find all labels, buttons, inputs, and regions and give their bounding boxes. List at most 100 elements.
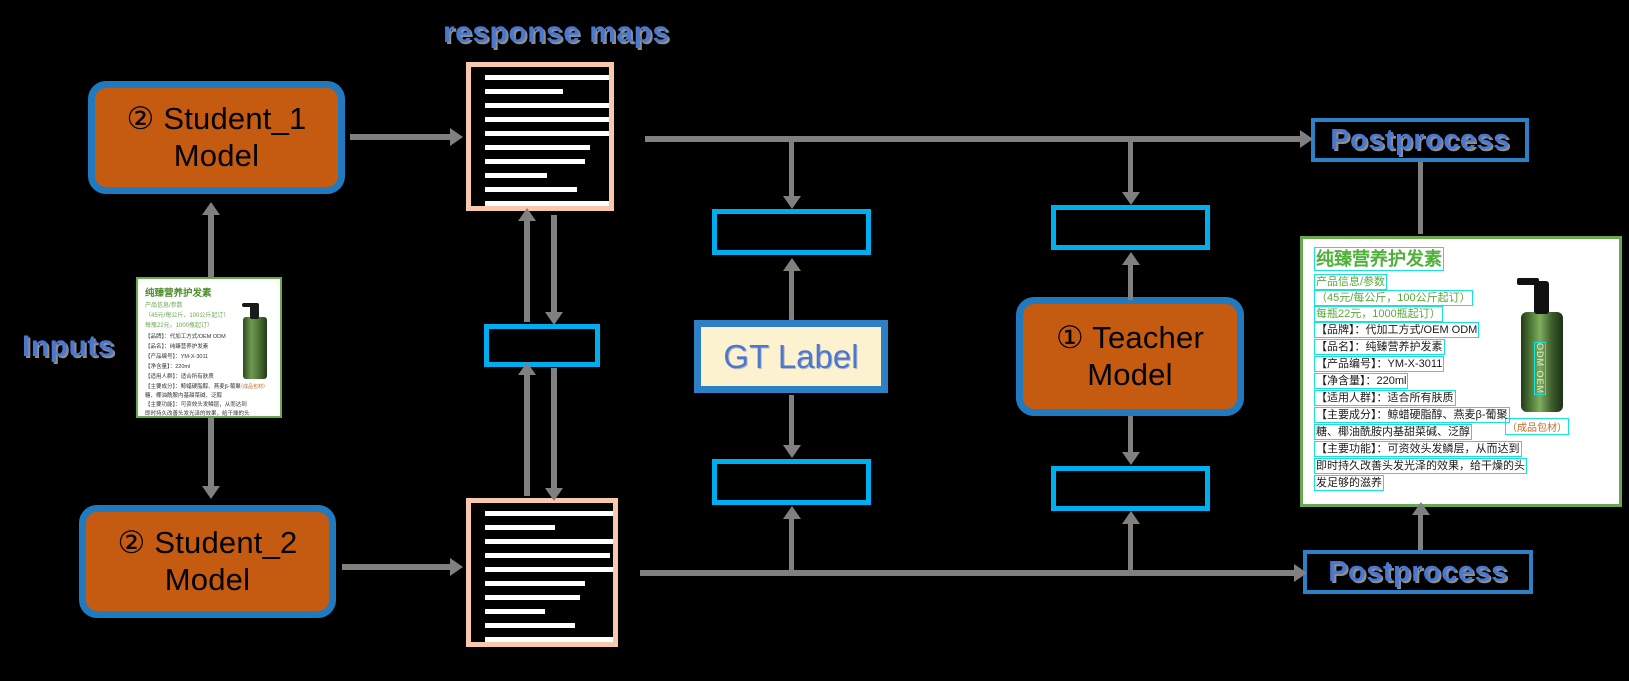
ocr-detected-line: 产品信息/参数 [1313, 274, 1388, 290]
arrow-head-up [783, 258, 801, 271]
arrow-head-down [783, 445, 801, 458]
thumb-title: 纯臻营养护发素 [145, 288, 212, 299]
response-map-text-line [485, 637, 613, 642]
gt-label-box: GT Label [694, 320, 888, 393]
ocr-result-panel: 纯臻营养护发素 ODM OEM （成品包材） 产品信息/参数（45元/每公斤，1… [1300, 236, 1622, 507]
thumb-row: 【主要功能】：可资效头发鳞层，从而达到 [145, 402, 247, 408]
student-2-model-label-line2: Model [164, 561, 251, 597]
loss-box-teacher-bottom [1051, 466, 1210, 511]
thumb-subtitle: 产品信息/参数 [145, 303, 183, 309]
arrow-postprocess-top-to-panel [1418, 162, 1423, 234]
thumb-row: 糖、椰油酰胺内基甜菜碱、泛醇 [145, 393, 223, 399]
thumb-row: 【净含量】：220ml [145, 364, 191, 370]
ocr-detected-line: 【品牌】：代加工方式/OEM ODM [1313, 322, 1480, 338]
ocr-bottle-neck-icon [1534, 281, 1549, 314]
arrow-head-up [518, 362, 536, 375]
postprocess-bottom-label: Postprocess [1328, 555, 1508, 588]
loss-box-teacher-top [1051, 205, 1210, 250]
postprocess-bottom-box[interactable]: Postprocess [1303, 550, 1533, 594]
ocr-detected-line: 【主要成分】：鲸蜡硬脂醇、燕麦β-葡聚 [1314, 407, 1510, 423]
student-2-model-label-line1: ② Student_2 [117, 524, 298, 560]
ocr-detected-line: 【主要功能】：可资效头发鳞层，从而达到 [1314, 441, 1522, 457]
thumb-row: 【品名】：纯臻营养护发素 [145, 344, 209, 350]
response-map-text-line [485, 131, 609, 136]
student-1-model-label-line1: ② Student_1 [126, 100, 307, 136]
response-maps-title: response maps [443, 16, 670, 49]
loss-box-mutual [484, 324, 600, 367]
arrow-maptop-to-postprocess [645, 136, 1305, 142]
thumb-bottle-nozzle-icon [242, 303, 253, 307]
response-map-text-line [485, 201, 609, 206]
response-map-text-line [485, 609, 545, 614]
arrow-head-down [202, 486, 220, 499]
student-1-model-label-line2: Model [173, 137, 260, 173]
arrow-input-to-student1 [208, 212, 214, 278]
arrow-head-up [1122, 511, 1140, 524]
response-map-text-line [485, 525, 555, 530]
response-map-text-line [485, 145, 590, 150]
student-2-model-box[interactable]: ② Student_2 Model [79, 505, 336, 618]
ocr-bottle-text: ODM OEM [1534, 342, 1546, 395]
response-map-text-line [485, 623, 575, 628]
response-map-text-line [485, 187, 577, 192]
arrow-mapbottom-to-mutual [524, 372, 530, 496]
ocr-detected-line: 【产品编号】：YM-X-3011 [1313, 356, 1445, 372]
response-map-text-line [485, 581, 585, 586]
arrow-bus-to-teacherbox-bottom [1128, 521, 1133, 571]
teacher-model-label-line2: Model [1087, 356, 1173, 392]
postprocess-top-label: Postprocess [1330, 123, 1510, 156]
response-map-text-line [485, 159, 585, 164]
arrow-head-down [1122, 192, 1140, 205]
inputs-label: Inputs [22, 330, 115, 363]
ocr-detected-line: 【适用人群】：适合所有肤质 [1314, 390, 1456, 406]
arrow-head-right [450, 128, 463, 146]
response-map-text-line [485, 75, 609, 80]
arrow-bus-to-teacherbox-top [1128, 139, 1133, 196]
ocr-detected-line: 发足够的滋养 [1314, 475, 1384, 491]
arrow-gt-to-box-top [789, 268, 794, 320]
arrow-head-up [202, 202, 220, 215]
ocr-detected-line: （45元/每公斤，100公斤起订） [1314, 290, 1473, 306]
thumb-bottle-icon [243, 317, 267, 379]
loss-box-gt-bottom [712, 459, 871, 505]
arrow-head-right [1294, 564, 1307, 582]
thumb-row: 【适用人群】：适合所有肤质 [145, 374, 214, 380]
ocr-bottle-nozzle-icon [1517, 278, 1539, 285]
arrow-head-up [1412, 502, 1430, 515]
postprocess-top-box[interactable]: Postprocess [1311, 118, 1529, 162]
response-map-text-line [485, 173, 547, 178]
student-1-model-box[interactable]: ② Student_1 Model [88, 81, 345, 194]
response-map-bottom [466, 498, 618, 647]
thumb-row: 【品牌】：代加工方式/OEM ODM [145, 334, 226, 340]
arrow-head-right [1300, 130, 1313, 148]
arrow-head-right [450, 558, 463, 576]
response-map-text-line [485, 89, 563, 94]
thumb-bottle-cap-icon [250, 303, 259, 319]
arrow-mapbottom-to-postprocess [640, 570, 1300, 576]
ocr-detected-line: 糖、椰油酰胺内基甜菜碱、泛醇 [1314, 424, 1472, 440]
thumb-row: 【产品编号】：YM-X-3011 [145, 354, 209, 360]
arrow-teacher-to-box-bottom [1128, 416, 1133, 454]
response-map-text-line [485, 595, 580, 600]
response-map-text-line [485, 117, 609, 122]
response-map-text-line [485, 567, 613, 572]
arrow-head-down [545, 312, 563, 325]
thumb-note: （成品包材） [238, 384, 269, 390]
ocr-detected-line: 【净含量】：220ml [1313, 373, 1409, 389]
ocr-detected-line: 每瓶22元，1000瓶起订） [1314, 306, 1443, 322]
thumb-row: 【主要成分】：鲸蜡硬脂醇、燕麦β-葡聚 [145, 384, 241, 390]
ocr-detected-line: 即时持久改善头发光泽的效果，给干燥的头 [1314, 458, 1527, 474]
input-product-thumbnail: 纯臻营养护发素 产品信息/参数 （45元/每公斤，100公斤起订） 每瓶22元，… [136, 277, 282, 418]
arrow-mutual-to-mapbottom [551, 368, 557, 494]
arrow-head-down [1122, 452, 1140, 465]
gt-label-text: GT Label [723, 337, 859, 375]
response-map-top [466, 62, 614, 211]
arrow-student2-to-map [342, 564, 450, 570]
arrow-mutual-to-maptop [524, 218, 530, 322]
ocr-detected-line: 【品名】：纯臻营养护发素 [1314, 339, 1445, 355]
arrow-maptop-to-mutual [551, 215, 557, 318]
arrow-head-up [1122, 252, 1140, 265]
arrow-bus-to-gtbox-bottom [789, 516, 794, 570]
teacher-model-box[interactable]: ① Teacher Model [1016, 297, 1244, 416]
response-map-text-line [485, 539, 613, 544]
